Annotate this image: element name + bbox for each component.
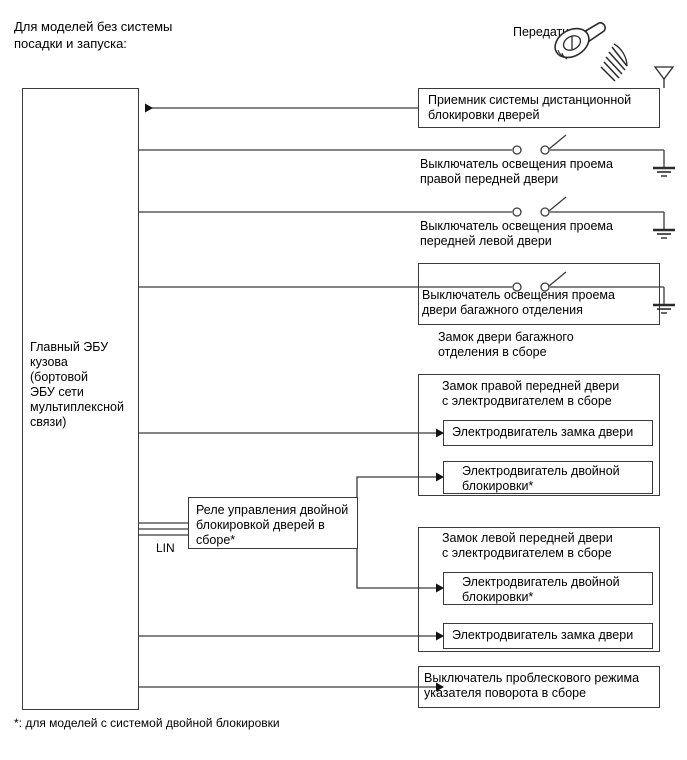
right-front-door-lock-assembly-box	[418, 374, 660, 496]
main-body-ecu-box	[22, 88, 139, 710]
door-lock-receiver-label: Приемник системы дистанционной блокировк…	[428, 93, 632, 122]
luggage-door-lock-assembly-label: Замок двери багажного отделения в сборе	[438, 330, 574, 359]
right-door-lock-motor-label: Электродвигатель замка двери	[452, 425, 634, 439]
luggage-door-lock-assembly-box	[418, 263, 660, 325]
left-front-door-lock-assembly-box	[418, 527, 660, 652]
page-heading: Для моделей без системы посадки и запуск…	[14, 19, 173, 51]
left-front-door-lock-assembly-label: Замок левой передней двери с электродвиг…	[442, 531, 613, 560]
door-lock-receiver-box	[418, 88, 660, 128]
radio-waves-icon	[600, 43, 628, 82]
luggage-courtesy-switch-label: Выключатель освещения проема двери багаж…	[422, 288, 615, 317]
double-lock-control-relay-box	[188, 497, 358, 549]
left-door-lock-motor-label: Электродвигатель замка двери	[452, 628, 634, 642]
main-body-ecu-label: Главный ЭБУ кузова (бортовой ЭБУ сети му…	[30, 340, 124, 429]
footnote-text: *: для моделей с системой двойной блокир…	[14, 716, 280, 730]
left-door-double-lock-motor-label: Электродвигатель двойной блокировки*	[462, 575, 620, 604]
lin-bus-wire	[139, 522, 188, 536]
transmitter-label: Передатчик	[513, 25, 582, 39]
turn-signal-flasher-switch-label: Выключатель проблескового режима указате…	[424, 671, 640, 700]
right-front-door-courtesy-switch-label: Выключатель освещения проема правой пере…	[420, 157, 613, 186]
antenna-icon	[653, 66, 675, 88]
left-front-door-courtesy-switch-label: Выключатель освещения проема передней ле…	[420, 219, 613, 248]
lin-bus-label: LIN	[156, 541, 175, 555]
double-lock-control-relay-label: Реле управления двойной блокировкой двер…	[196, 503, 349, 547]
right-door-double-lock-motor-label: Электродвигатель двойной блокировки*	[462, 464, 620, 493]
right-front-door-lock-assembly-label: Замок правой передней двери с электродви…	[442, 379, 620, 408]
